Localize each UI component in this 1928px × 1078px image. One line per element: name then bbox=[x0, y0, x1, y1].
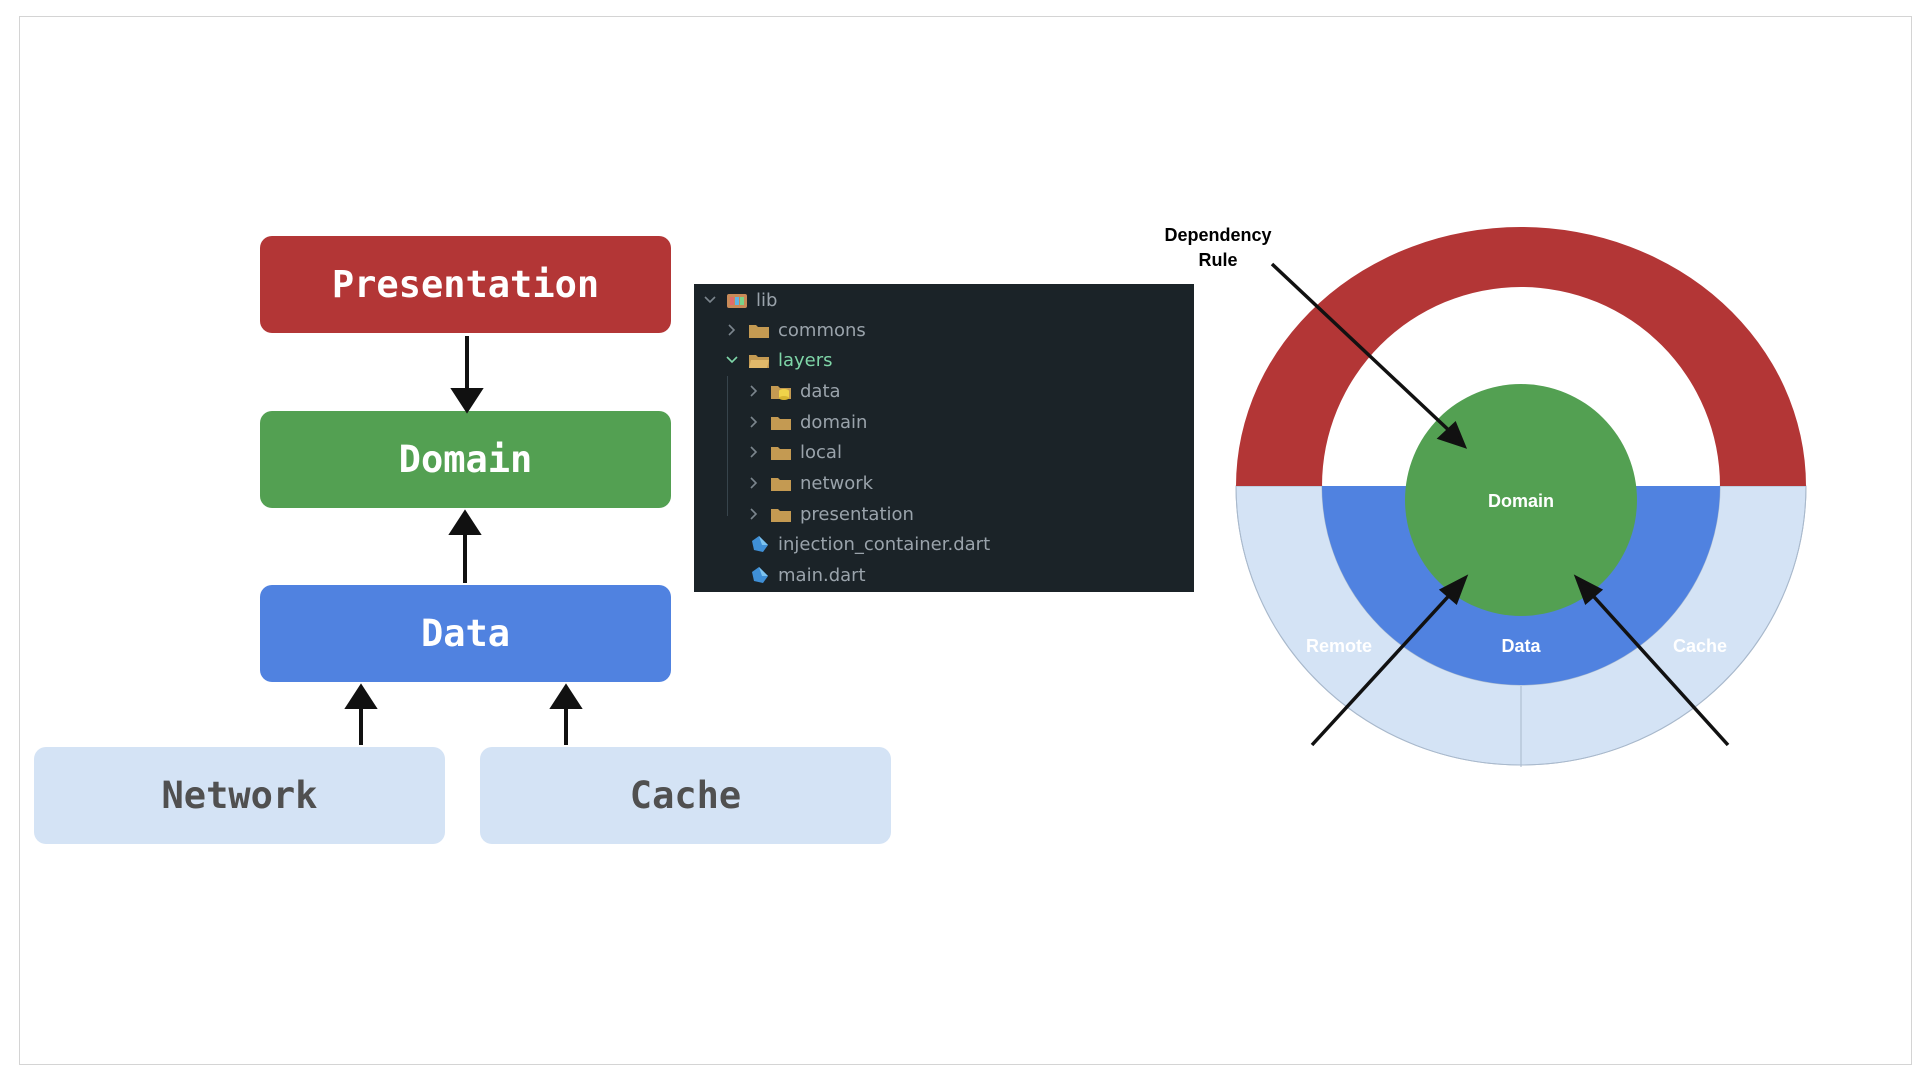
tree-item-injection-container[interactable]: injection_container.dart bbox=[748, 529, 990, 559]
chevron-down-icon bbox=[724, 352, 740, 368]
folder-icon bbox=[748, 321, 770, 339]
arrow-head bbox=[1436, 420, 1468, 449]
tree-item-label: presentation bbox=[800, 503, 914, 525]
tree-item-lib[interactable]: lib bbox=[702, 285, 777, 315]
folder-icon bbox=[770, 413, 792, 431]
presentation-ring bbox=[1236, 227, 1806, 486]
tree-item-presentation[interactable]: presentation bbox=[746, 499, 914, 529]
folder-open-icon bbox=[748, 351, 770, 369]
onion-remote-label: Remote bbox=[1306, 636, 1372, 656]
tree-indent-guide bbox=[727, 376, 728, 516]
onion-domain-label: Domain bbox=[1488, 491, 1554, 511]
tree-item-label: main.dart bbox=[778, 564, 866, 586]
domain-layer-box: Domain bbox=[260, 411, 671, 508]
tree-item-label: lib bbox=[756, 289, 778, 311]
chevron-right-icon bbox=[724, 322, 740, 338]
chevron-right-icon bbox=[746, 506, 762, 522]
arrow-head-up bbox=[448, 509, 482, 535]
onion-presentation-label: Presentation bbox=[1466, 348, 1575, 368]
arrow-head-up bbox=[549, 683, 583, 709]
tree-item-data[interactable]: data bbox=[746, 376, 841, 406]
folder-icon bbox=[770, 505, 792, 523]
arrow-head-down bbox=[450, 388, 484, 414]
arrow-head bbox=[1573, 574, 1604, 605]
cache-layer-box: Cache bbox=[480, 747, 891, 844]
tree-item-label: network bbox=[800, 472, 874, 494]
tree-item-main-dart[interactable]: main.dart bbox=[748, 560, 866, 590]
dart-file-icon bbox=[748, 566, 770, 584]
folder-icon bbox=[770, 474, 792, 492]
dependency-rule-line1: Dependency bbox=[1164, 225, 1271, 245]
onion-cache-label: Cache bbox=[1673, 636, 1727, 656]
arrow-head bbox=[1438, 574, 1469, 605]
chevron-right-icon bbox=[746, 444, 762, 460]
database-folder-icon bbox=[770, 382, 792, 400]
file-explorer-panel: lib commons layers data bbox=[694, 284, 1194, 592]
tree-item-label: layers bbox=[778, 349, 833, 371]
tree-item-label: domain bbox=[800, 411, 868, 433]
arrow-head-up bbox=[344, 683, 378, 709]
tree-item-domain[interactable]: domain bbox=[746, 407, 867, 437]
folder-lib-icon bbox=[726, 291, 748, 309]
data-layer-box: Data bbox=[260, 585, 671, 682]
arrow-cache-to-domain bbox=[1584, 586, 1730, 747]
presentation-layer-box: Presentation bbox=[260, 236, 671, 333]
tree-item-network[interactable]: network bbox=[746, 468, 873, 498]
onion-data-label: Data bbox=[1501, 636, 1541, 656]
tree-item-label: injection_container.dart bbox=[778, 533, 991, 555]
network-layer-box: Network bbox=[34, 747, 445, 844]
tree-item-label: local bbox=[800, 441, 842, 463]
chevron-down-icon bbox=[702, 292, 718, 308]
outer-ring-full bbox=[1235, 485, 1807, 766]
chevron-right-icon bbox=[746, 475, 762, 491]
chevron-right-icon bbox=[746, 383, 762, 399]
dependency-rule-line2: Rule bbox=[1198, 250, 1237, 270]
tree-item-local[interactable]: local bbox=[746, 437, 842, 467]
arrow-dependency-rule bbox=[1270, 262, 1458, 439]
tree-item-commons[interactable]: commons bbox=[724, 315, 866, 345]
tree-item-layers[interactable]: layers bbox=[724, 345, 833, 375]
tree-item-label: commons bbox=[778, 319, 866, 341]
arrow-remote-to-domain bbox=[1310, 586, 1458, 747]
tree-item-label: data bbox=[800, 380, 841, 402]
chevron-right-icon bbox=[746, 414, 762, 430]
dart-file-icon bbox=[748, 535, 770, 553]
folder-icon bbox=[770, 443, 792, 461]
